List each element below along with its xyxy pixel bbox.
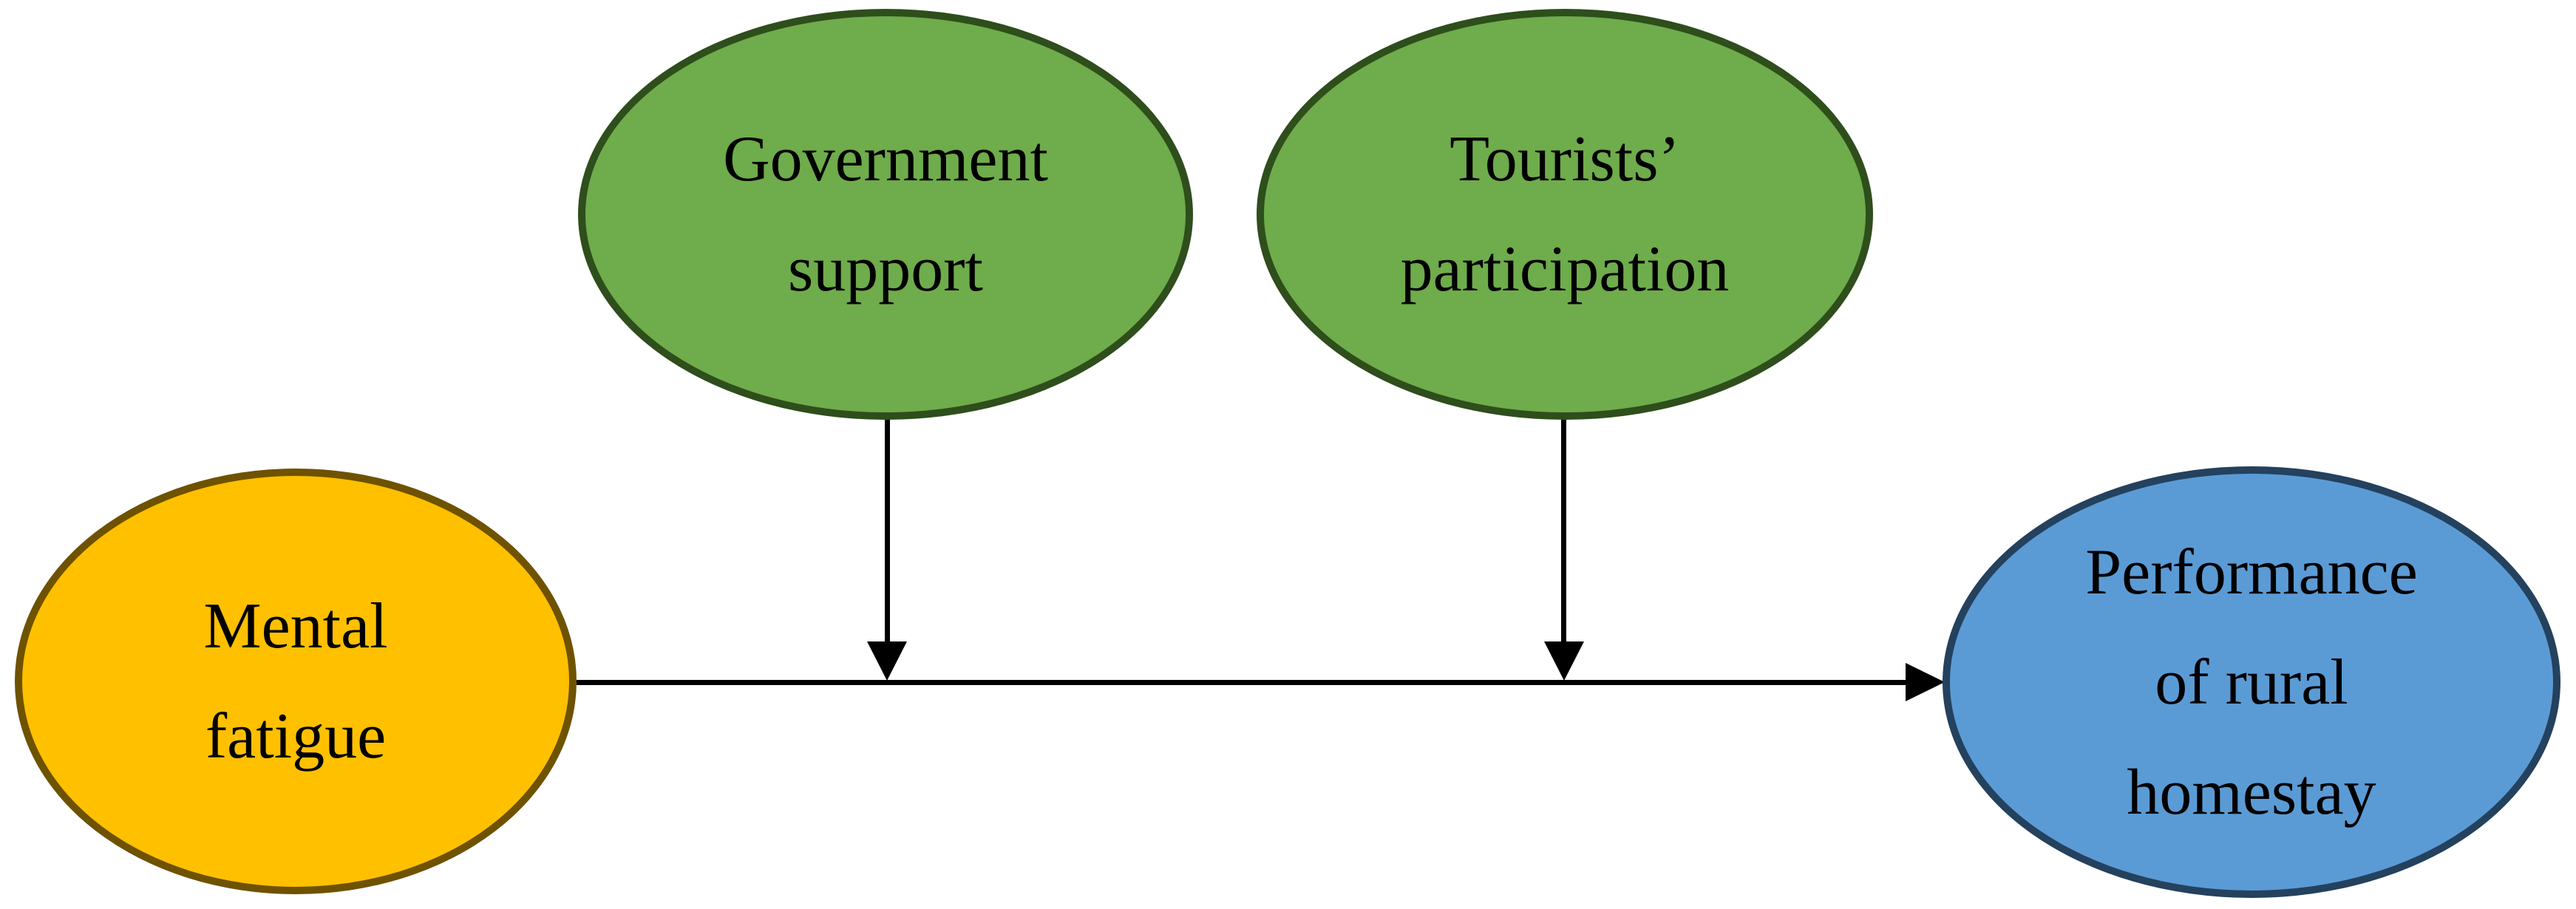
node-tourists-participation: Tourists’ participation xyxy=(1257,9,1873,420)
node-label-line: fatigue xyxy=(205,701,387,772)
moderator-arrow-line-tourists-participation xyxy=(1561,414,1566,641)
moderator-arrow-line-government-support xyxy=(885,418,890,641)
node-label-line: Mental xyxy=(203,590,388,662)
node-label-line: support xyxy=(788,234,983,305)
node-label-line: Government xyxy=(723,123,1048,195)
node-label-line: of rural xyxy=(2155,646,2348,718)
node-label-line: homestay xyxy=(2127,756,2376,828)
node-label-line: Tourists’ xyxy=(1450,123,1680,195)
node-label-line: participation xyxy=(1400,234,1730,305)
node-mental-fatigue: Mental fatigue xyxy=(15,469,577,894)
node-label-line: Performance xyxy=(2085,536,2418,608)
node-performance-of-rural-homestay: Performance of rural homestay xyxy=(1943,466,2560,898)
node-government-support: Government support xyxy=(578,9,1193,420)
down-arrowhead-icon xyxy=(1544,641,1584,681)
right-arrowhead-icon xyxy=(1906,663,1945,701)
main-arrow-line xyxy=(577,680,1906,685)
down-arrowhead-icon xyxy=(867,641,907,681)
